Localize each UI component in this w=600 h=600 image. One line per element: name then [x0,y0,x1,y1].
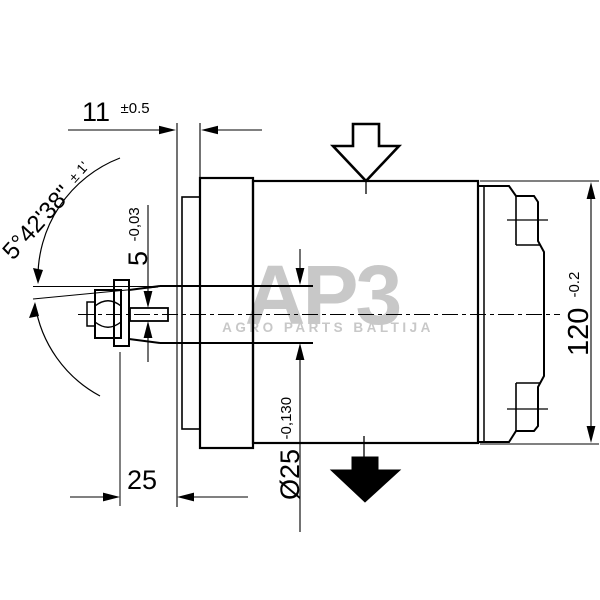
arrowhead-lower [29,302,39,318]
arrowhead-down [295,268,305,285]
dim-shaft-length-label: 25 [127,465,157,495]
watermark-logo: AP3 [245,248,400,342]
dim-tolerance: -0.2 [566,272,583,298]
nut-facet-top [94,300,122,307]
arrowhead-up [586,182,596,199]
dim-flange-thickness-label: 11 ±0.5 [82,97,150,127]
shaft-taper-bottom [128,338,161,344]
dim-value: 5 [123,251,153,266]
dim-value: Ø25 [275,449,305,500]
dim-tolerance: -0,130 [278,397,295,440]
dim-body-height-label: 120 -0.2 [563,272,595,356]
inlet-arrow-icon [329,122,403,183]
dim-value: 5°42'38" [0,180,77,265]
rear-cover-outline [478,185,545,443]
dim-shaft-diameter-label: Ø25 -0,130 [275,397,305,500]
dim-shaft-length: 25 [70,352,248,506]
arrowhead-right [103,492,120,502]
arrowhead-up [143,321,153,338]
arrowhead-down [143,291,153,308]
dim-value: 120 [563,308,595,356]
dim-taper-angle-label: 5°42'38" ± 1' [0,157,99,265]
dim-key-width: 5 -0,03 [123,205,153,362]
dim-tolerance: ± 1' [65,158,92,185]
flow-arrows [329,122,403,503]
angle-arc-upper [37,157,121,282]
dim-tolerance: ±0.5 [121,100,150,117]
arrowhead-down [586,426,596,443]
dim-taper-angle: 5°42'38" ± 1' [0,157,162,397]
dim-flange-thickness: 11 ±0.5 [68,97,262,135]
watermark: AP3 AGRO PARTS BALTIJA [222,248,434,342]
arrowhead-upper [33,268,43,284]
outlet-arrow-icon [329,456,402,503]
arrowhead-left [201,125,218,135]
shaft-key [113,279,130,347]
mounting-flange-plate [181,196,201,430]
dim-body-height: 120 -0.2 [480,180,599,445]
dim-value: 11 [82,97,110,127]
watermark-subtitle: AGRO PARTS BALTIJA [222,320,434,335]
angle-taper-ray [32,286,159,300]
dim-tolerance: -0,03 [126,207,143,241]
angle-arc-lower [34,303,101,397]
arrowhead-right [159,125,176,135]
dim-key-width-label: 5 -0,03 [123,207,153,266]
dim-shaft-diameter: Ø25 -0,130 [275,249,305,532]
arrowhead-left [177,492,194,502]
nut-facet-bottom [94,321,122,328]
arrowhead-up [295,343,305,360]
